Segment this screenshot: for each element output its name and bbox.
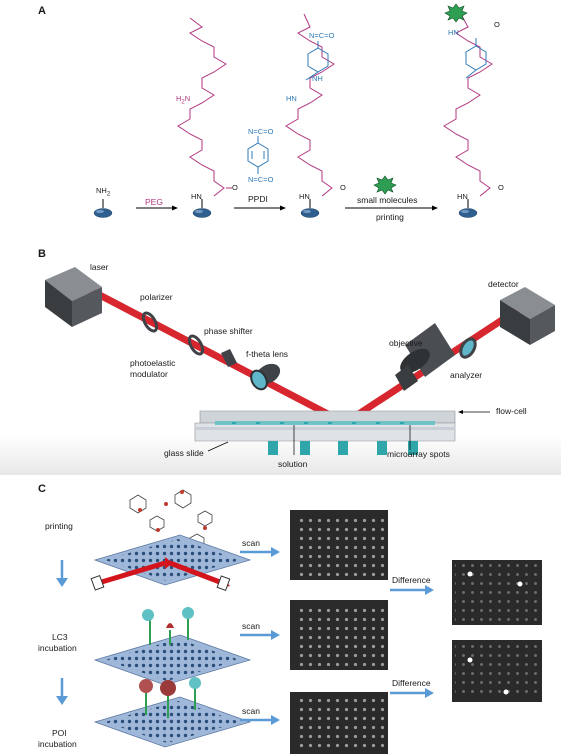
amine-label: NH2 <box>96 186 111 198</box>
analyzer-ring <box>459 337 477 359</box>
small-molecule-star <box>373 3 468 195</box>
ppdi-attached-1 <box>305 41 329 81</box>
poi-label-1: POI <box>52 728 67 738</box>
lc3-label-2: incubation <box>38 643 77 653</box>
scan-label-2: scan <box>242 621 260 631</box>
panel-a-label: A <box>38 5 46 17</box>
incident-beam <box>88 286 347 427</box>
small-molecules-label: small molecules <box>357 195 418 205</box>
ppdi-nco-bottom: N=C=O <box>248 175 274 184</box>
solution-label: solution <box>278 459 308 469</box>
scan-label-3: scan <box>242 706 260 716</box>
difference-label-2: Difference <box>392 678 431 688</box>
hn-label-2: HN <box>299 192 310 201</box>
pem-ring <box>187 334 205 356</box>
laser-device <box>45 267 102 327</box>
microarray-spots-label: microarray spots <box>387 449 450 459</box>
ppdi-nco-top: N=C=O <box>248 127 274 136</box>
ppdi-attached-2 <box>465 38 487 79</box>
peg-label: PEG <box>145 197 163 207</box>
ppdi-reagent <box>247 136 269 174</box>
h2n-label: H2N <box>176 94 191 106</box>
lc3-proteins <box>142 607 194 645</box>
peg-chain-1 <box>177 17 232 197</box>
peg-chain-2 <box>285 13 335 197</box>
panel-c-diagram <box>56 489 542 754</box>
printing-row-label: printing <box>45 521 73 531</box>
scan-arrows <box>240 550 426 722</box>
objective-lens <box>395 323 455 391</box>
poi-proteins <box>139 677 201 718</box>
polarizer-label: polarizer <box>140 292 173 302</box>
difference-images <box>452 560 542 702</box>
lc3-label-1: LC3 <box>52 632 68 642</box>
carbonyl-o-3: O <box>498 183 504 192</box>
printing-step-label: printing <box>376 212 404 222</box>
detector-label: detector <box>488 279 519 289</box>
surface-beads <box>93 208 478 218</box>
carbonyl-o-1: O <box>232 183 238 192</box>
scan-images <box>290 510 388 754</box>
panel-a-diagram <box>93 3 493 218</box>
amide-hn-ligand: HN <box>448 28 459 37</box>
flowcell-label: flow-cell <box>496 406 527 416</box>
phase-shifter-label: phase shifter <box>204 326 253 336</box>
flow-cell-assembly <box>194 410 456 442</box>
glass-slide-label: glass slide <box>164 448 204 458</box>
poi-label-2: incubation <box>38 739 77 749</box>
objective-label: objective <box>389 338 423 348</box>
panel-b-label: B <box>38 248 46 260</box>
carbonyl-o-2: O <box>340 183 346 192</box>
ppdi-label: PPDI <box>248 194 268 204</box>
microarray-slides <box>93 534 252 748</box>
f-theta-lens <box>250 363 281 391</box>
polarizer-ring <box>141 311 159 333</box>
scan-beam-panel-c <box>90 557 231 591</box>
analyzer-label: analyzer <box>450 370 483 380</box>
nco-terminal: N=C=O <box>309 31 335 40</box>
urea-hn-1: HN <box>286 94 297 103</box>
panel-c-label: C <box>38 483 46 495</box>
urea-nh-1: NH <box>312 74 323 83</box>
difference-label-1: Difference <box>392 575 431 585</box>
scan-label-1: scan <box>242 538 260 548</box>
pem-label-1: photoelastic <box>130 358 176 368</box>
laser-label: laser <box>90 262 109 272</box>
panel-b-diagram <box>0 267 561 475</box>
ftheta-label: f-theta lens <box>246 349 289 359</box>
microarray-spots <box>268 441 418 455</box>
peg-chain-3 <box>443 15 493 197</box>
hn-label-1: HN <box>191 192 202 201</box>
phase-shifter-device <box>221 349 237 367</box>
hn-label-3: HN <box>457 192 468 201</box>
ligand-carbonyl-o: O <box>494 20 500 29</box>
detector-device <box>500 287 555 345</box>
pem-label-2: modulator <box>130 369 168 379</box>
